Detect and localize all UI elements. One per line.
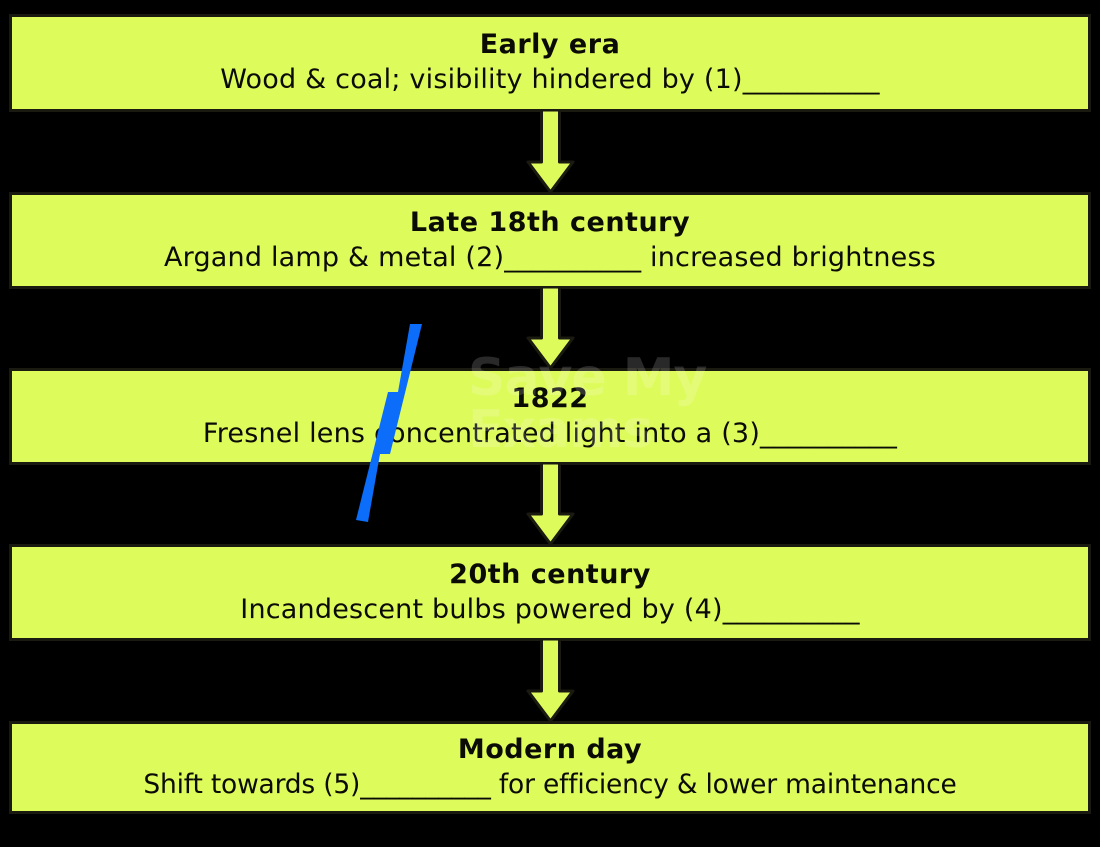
flowchart-node-early-era: Early era Wood & coal; visibility hinder… — [9, 14, 1091, 112]
node-title: Late 18th century — [409, 206, 691, 238]
node-body: Shift towards (5)__________ for efficien… — [143, 768, 957, 800]
flowchart-node-modern-day: Modern day Shift towards (5)__________ f… — [9, 721, 1091, 814]
down-arrow-icon — [526, 463, 575, 546]
node-title: Early era — [479, 29, 621, 60]
flowchart-node-late-18th-century: Late 18th century Argand lamp & metal (2… — [9, 192, 1091, 289]
node-body: Incandescent bulbs powered by (4)_______… — [240, 593, 860, 625]
node-title: 1822 — [511, 382, 589, 414]
down-arrow-icon — [526, 639, 575, 723]
node-body: Fresnel lens concentrated light into a (… — [202, 417, 898, 449]
node-title: Modern day — [457, 733, 643, 765]
down-arrow-icon — [526, 287, 575, 370]
node-body: Argand lamp & metal (2)__________ increa… — [163, 241, 937, 273]
node-title: 20th century — [449, 558, 651, 590]
flowchart-node-20th-century: 20th century Incandescent bulbs powered … — [9, 544, 1091, 641]
node-body: Wood & coal; visibility hindered by (1)_… — [220, 64, 880, 95]
flowchart-node-1822: 1822 Fresnel lens concentrated light int… — [9, 368, 1091, 465]
down-arrow-icon — [526, 110, 575, 194]
